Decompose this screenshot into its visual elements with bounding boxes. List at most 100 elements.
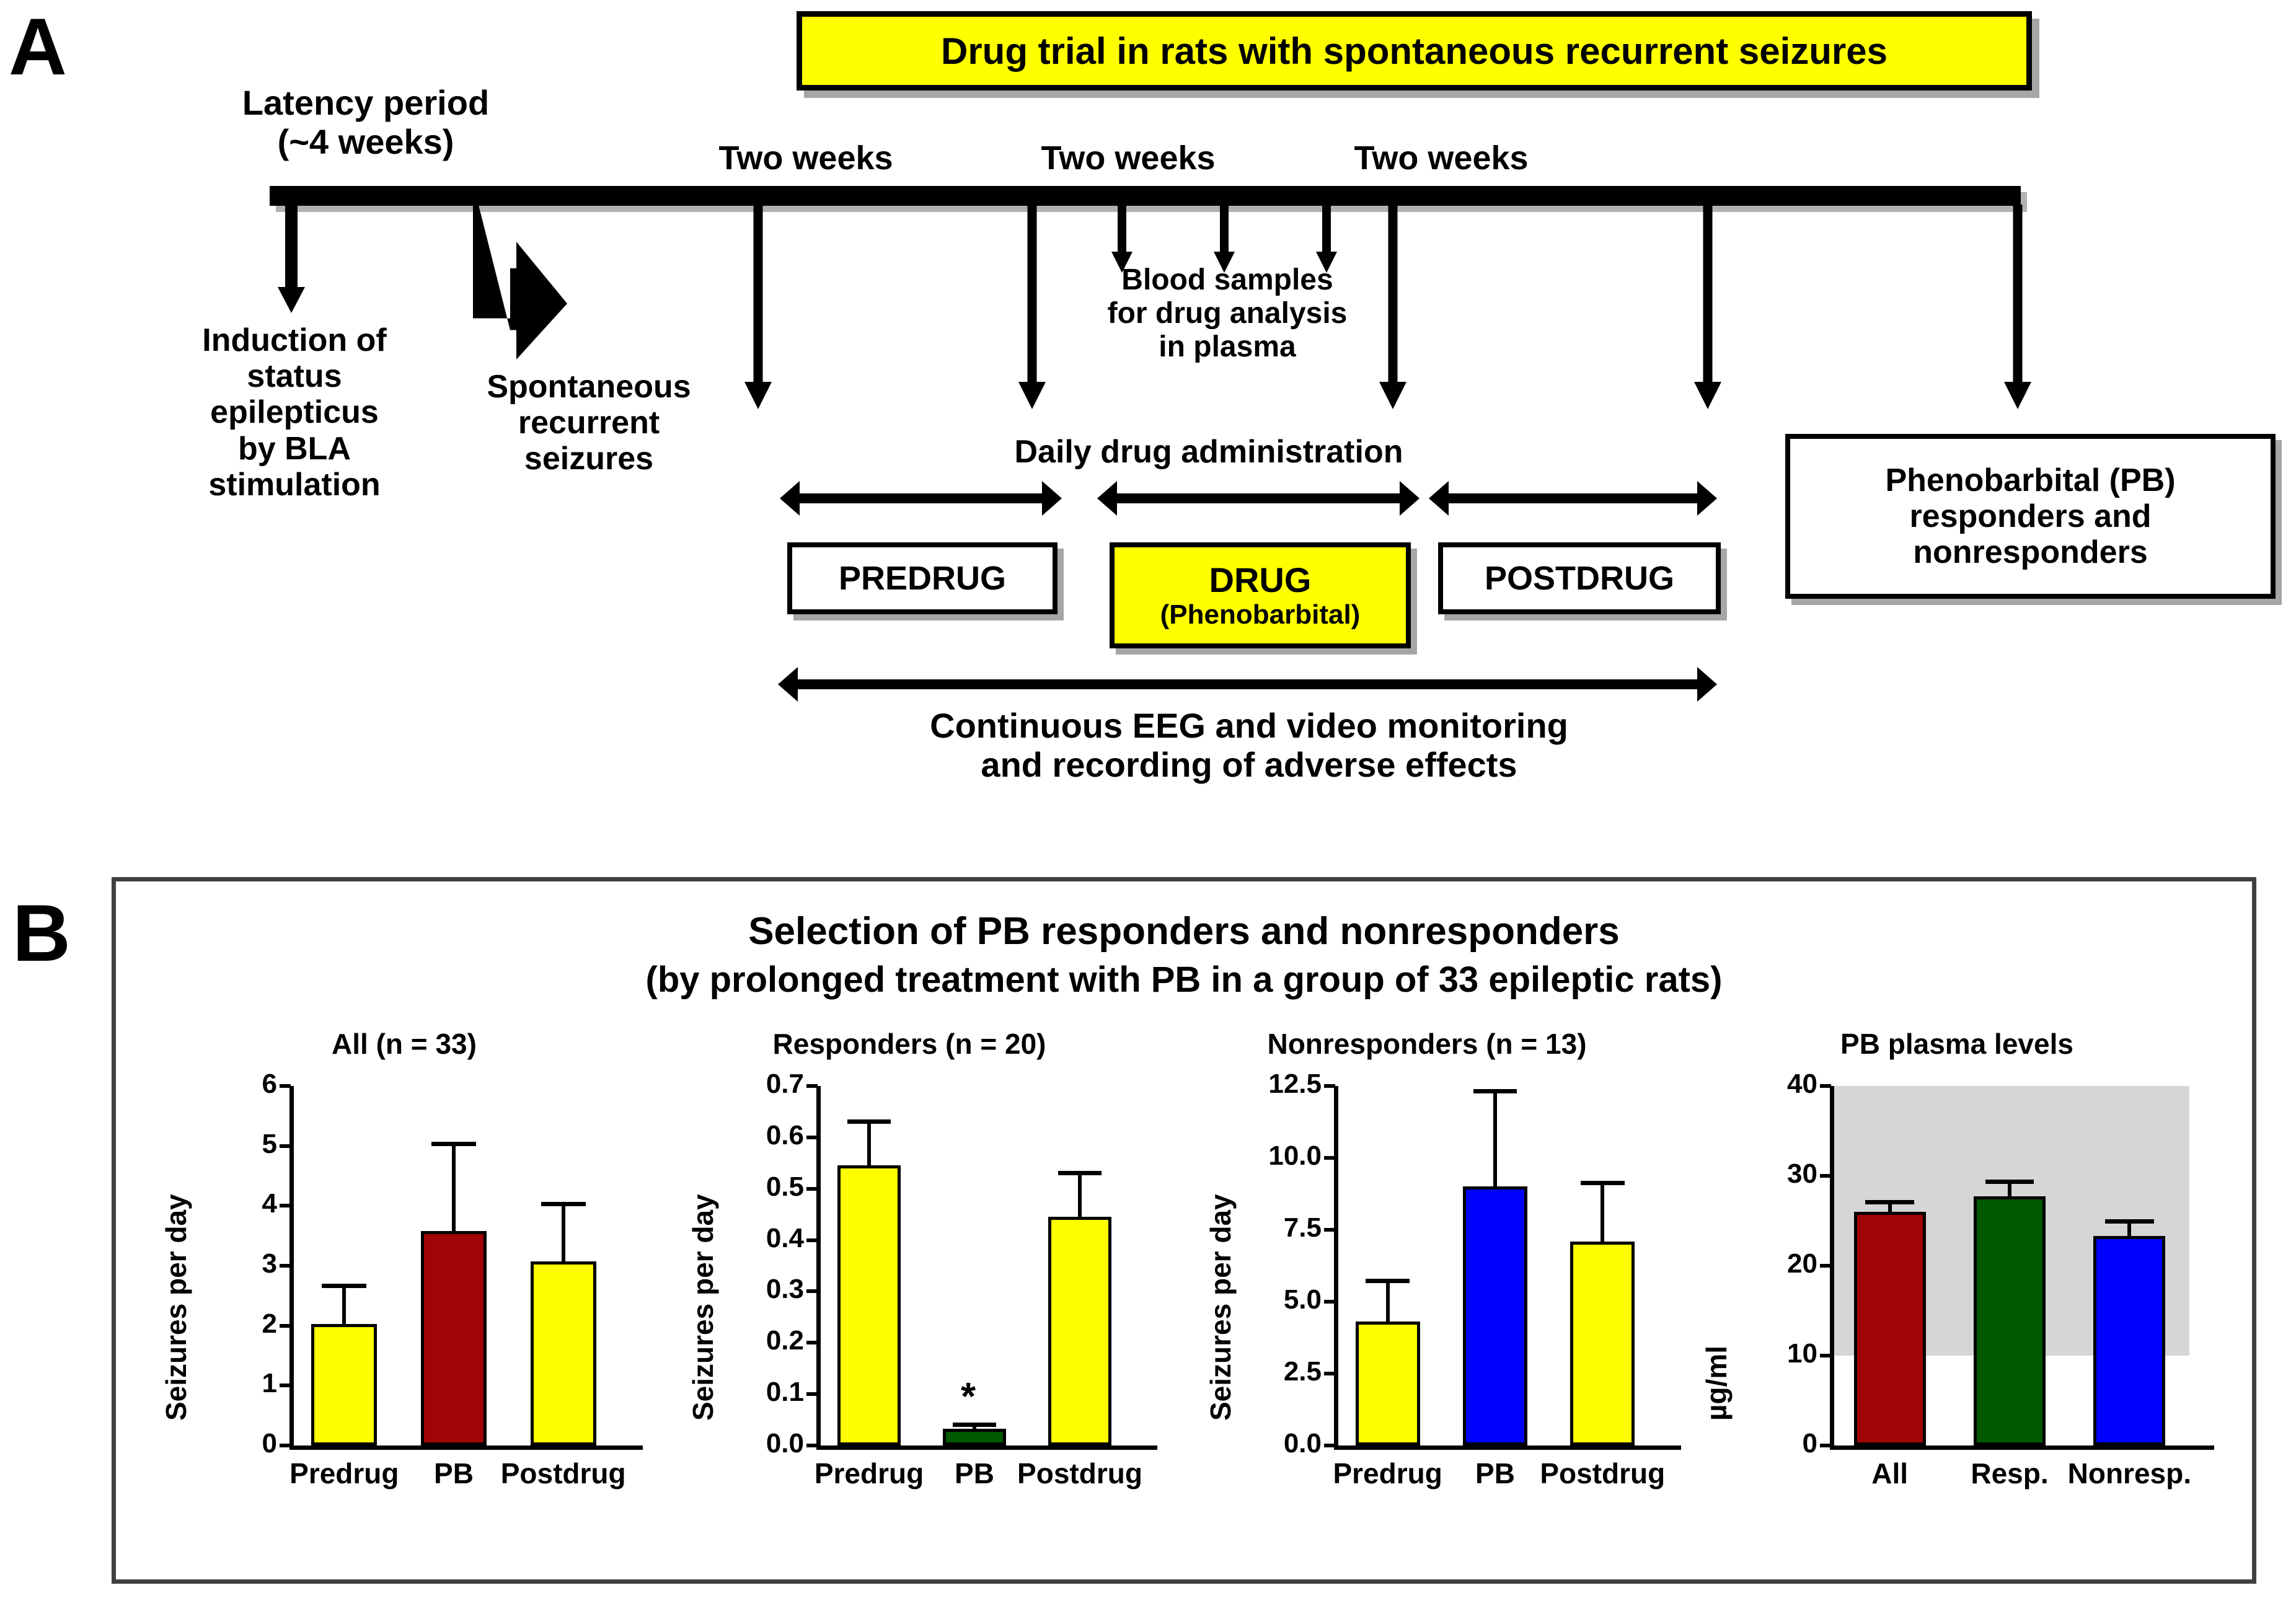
blood-samples-label: Blood samples for drug analysis in plasm… xyxy=(1075,263,1379,363)
postdrug-box: POSTDRUG xyxy=(1438,542,1721,614)
error-bar xyxy=(452,1141,456,1231)
spontaneous-seizures-arrow-icon xyxy=(468,183,592,369)
panel-b-letter: B xyxy=(12,888,71,978)
blood-sample-arrow-3 xyxy=(1314,205,1339,273)
y-tick xyxy=(806,1392,818,1397)
y-axis-label: µg/ml xyxy=(1700,1345,1733,1421)
y-tick-label: 30 xyxy=(1787,1159,1817,1189)
bar xyxy=(943,1429,1006,1445)
timeline-tick-arrow-postdrug-end xyxy=(1692,205,1723,409)
responders-box-line-2: responders and xyxy=(1909,498,2152,534)
bar xyxy=(311,1323,378,1445)
responders-box-line-1: Phenobarbital (PB) xyxy=(1885,462,2176,498)
y-axis xyxy=(1334,1086,1338,1450)
blood-sample-arrow-2 xyxy=(1212,205,1237,273)
spontaneous-line-3: seizures xyxy=(524,441,654,477)
x-axis xyxy=(816,1445,1157,1450)
postdrug-span-arrow xyxy=(1429,480,1717,516)
error-bar-cap xyxy=(322,1284,367,1288)
induction-arrow-icon xyxy=(273,205,310,313)
monitoring-line-1: Continuous EEG and video monitoring xyxy=(930,706,1568,745)
y-tick-label: 0.4 xyxy=(766,1222,804,1253)
y-tick xyxy=(806,1341,818,1345)
significance-asterisk: * xyxy=(961,1375,976,1418)
y-tick xyxy=(1820,1354,1831,1357)
y-tick xyxy=(1820,1174,1831,1178)
y-tick xyxy=(806,1186,818,1191)
bar xyxy=(530,1261,596,1445)
error-bar-cap xyxy=(1865,1200,1915,1205)
error-bar-cap xyxy=(953,1422,996,1427)
induction-label: Induction of status epilepticus by BLA s… xyxy=(177,322,412,503)
x-axis xyxy=(1830,1445,2214,1450)
y-axis-label: Seizures per day xyxy=(1204,1194,1237,1421)
bar xyxy=(837,1165,901,1445)
panel-a-letter: A xyxy=(9,1,67,92)
latency-line-1: Latency period xyxy=(242,83,490,122)
y-tick xyxy=(1324,1228,1335,1232)
y-tick-label: 7.5 xyxy=(1283,1212,1322,1243)
drug-span-arrow xyxy=(1097,480,1420,516)
y-tick-label: 40 xyxy=(1787,1069,1817,1099)
timeline-tick-arrow-predrug-start xyxy=(743,205,774,409)
panel-a-banner: Drug trial in rats with spontaneous recu… xyxy=(797,11,2032,90)
y-tick xyxy=(1820,1264,1831,1268)
y-tick xyxy=(1324,1372,1335,1375)
y-tick-label: 0.3 xyxy=(766,1274,804,1305)
y-tick xyxy=(280,1323,291,1328)
error-bar xyxy=(561,1201,565,1262)
bar xyxy=(1355,1322,1420,1445)
error-bar xyxy=(867,1119,871,1166)
x-tick-label: PB xyxy=(955,1457,994,1490)
x-axis xyxy=(289,1445,643,1450)
responders-box-line-3: nonresponders xyxy=(1913,534,2148,571)
y-tick xyxy=(280,1084,291,1088)
x-tick-label: PB xyxy=(434,1457,474,1490)
error-bar xyxy=(1888,1200,1892,1212)
panel-b-title-line-1: Selection of PB responders and nonrespon… xyxy=(748,910,1620,953)
error-bar xyxy=(2127,1219,2132,1237)
error-bar xyxy=(342,1284,347,1324)
predrug-span-arrow xyxy=(780,480,1062,516)
x-tick-label: Predrug xyxy=(289,1457,399,1490)
y-tick-label: 0.5 xyxy=(766,1171,804,1202)
y-tick xyxy=(806,1444,818,1447)
x-axis xyxy=(1334,1445,1681,1450)
timeline-tick-arrow-drug-start xyxy=(1017,205,1048,409)
error-bar xyxy=(2008,1179,2011,1197)
induction-line-4: by BLA xyxy=(238,430,351,467)
induction-line-2: status xyxy=(247,358,342,395)
x-tick-label: All xyxy=(1871,1457,1909,1490)
latency-line-2: (~4 weeks) xyxy=(277,121,454,161)
bar xyxy=(2093,1236,2166,1445)
y-tick xyxy=(280,1144,291,1148)
drug-box-sublabel: (Phenobarbital) xyxy=(1160,599,1361,630)
bar xyxy=(1853,1212,1926,1445)
panel-a: A Drug trial in rats with spontaneous re… xyxy=(9,1,2276,783)
y-tick-label: 0.0 xyxy=(766,1428,804,1459)
y-tick-label: 0.2 xyxy=(766,1325,804,1356)
drug-box: DRUG (Phenobarbital) xyxy=(1110,542,1411,648)
y-tick-label: 4 xyxy=(262,1188,277,1219)
y-tick-label: 0.6 xyxy=(766,1119,804,1150)
banner-title-text: Drug trial in rats with spontaneous recu… xyxy=(940,30,1888,72)
y-tick xyxy=(806,1084,818,1088)
x-tick-label: Postdrug xyxy=(1017,1457,1142,1490)
induction-line-5: stimulation xyxy=(208,466,381,503)
y-tick-label: 2.5 xyxy=(1283,1356,1322,1387)
y-tick-label: 10 xyxy=(1787,1338,1817,1369)
x-tick-label: Nonresp. xyxy=(2067,1457,2192,1490)
bar xyxy=(1974,1196,2046,1445)
y-axis-label: Seizures per day xyxy=(160,1194,192,1421)
y-tick-label: 0.7 xyxy=(766,1069,804,1099)
error-bar-cap xyxy=(847,1119,891,1124)
y-tick-label: 2 xyxy=(262,1308,277,1339)
spontaneous-line-2: recurrent xyxy=(518,405,660,441)
blood-sample-arrow-1 xyxy=(1110,205,1134,273)
error-bar-cap xyxy=(1473,1088,1517,1093)
y-axis xyxy=(289,1086,294,1450)
latency-period-label: Latency period (~4 weeks) xyxy=(205,83,527,161)
